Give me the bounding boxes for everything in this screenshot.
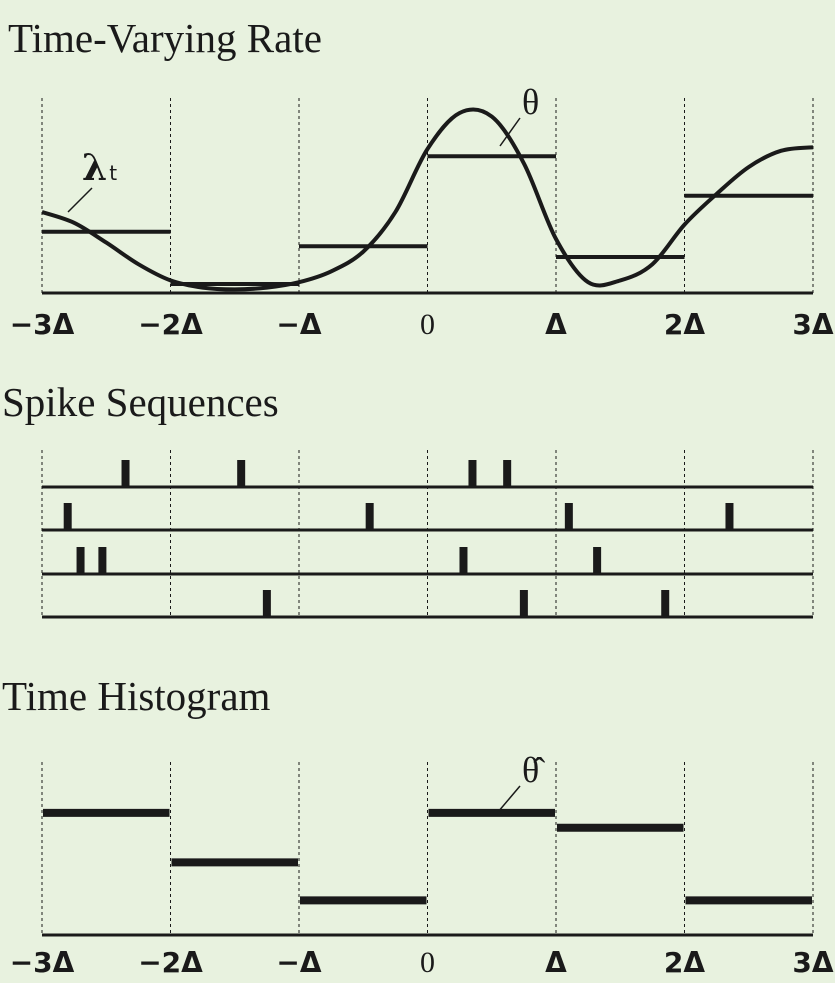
- rate-curve: [41, 107, 814, 292]
- spike-guides: [41, 450, 814, 618]
- rate-tick-label: −2Δ: [138, 308, 203, 341]
- rate-tick-label: 2Δ: [664, 308, 705, 341]
- histogram-tick-label: −3Δ: [10, 946, 75, 979]
- histogram-tick-label: 0: [420, 946, 435, 979]
- histogram-tick-label: −Δ: [276, 946, 321, 979]
- spike-mark: [564, 503, 573, 530]
- spike-mark: [76, 547, 85, 574]
- histogram-bins: [43, 808, 812, 905]
- spike-mark: [237, 460, 246, 487]
- lambda-leader-line: [67, 187, 93, 213]
- histogram-guides: [41, 762, 814, 935]
- rate-bins: [42, 154, 813, 286]
- theta-label: θ: [522, 82, 539, 122]
- rate-tick-labels: −3Δ −2Δ −Δ 0 Δ 2Δ 3Δ: [10, 308, 834, 341]
- spike-mark: [98, 547, 107, 574]
- theta-leader-line: [499, 117, 521, 147]
- histogram-panel-title: Time Histogram: [2, 673, 271, 719]
- rate-panel-title: Time-Varying Rate: [8, 15, 322, 61]
- spike-mark: [262, 590, 271, 617]
- theta-hat-leader-line: [497, 785, 521, 813]
- spike-mark: [63, 503, 72, 530]
- spikes-panel-title: Spike Sequences: [2, 379, 279, 425]
- rate-tick-label: Δ: [545, 308, 567, 341]
- rate-tick-label: 0: [420, 308, 435, 341]
- histogram-panel: Time Histogram −3Δ −2Δ −Δ 0 Δ 2Δ 3Δ θ̂: [2, 673, 834, 979]
- histogram-tick-label: 2Δ: [664, 946, 705, 979]
- spike-mark: [468, 460, 477, 487]
- spikes-panel: Spike Sequences: [2, 379, 814, 619]
- histogram-tick-label: Δ: [545, 946, 567, 979]
- rate-tick-label: −Δ: [276, 308, 321, 341]
- spike-mark: [459, 547, 468, 574]
- spike-mark: [121, 460, 130, 487]
- spike-mark: [365, 503, 374, 530]
- spike-trials: [42, 460, 813, 619]
- spike-mark: [503, 460, 512, 487]
- rate-tick-label: 3Δ: [792, 308, 833, 341]
- histogram-tick-label: 3Δ: [792, 946, 833, 979]
- theta-hat-label: θ̂: [522, 750, 545, 790]
- histogram-tick-label: −2Δ: [138, 946, 203, 979]
- histogram-tick-labels: −3Δ −2Δ −Δ 0 Δ 2Δ 3Δ: [10, 946, 834, 979]
- rate-tick-label: −3Δ: [10, 308, 75, 341]
- spike-mark: [661, 590, 670, 617]
- spike-mark: [725, 503, 734, 530]
- spike-mark: [593, 547, 602, 574]
- spike-mark: [519, 590, 528, 617]
